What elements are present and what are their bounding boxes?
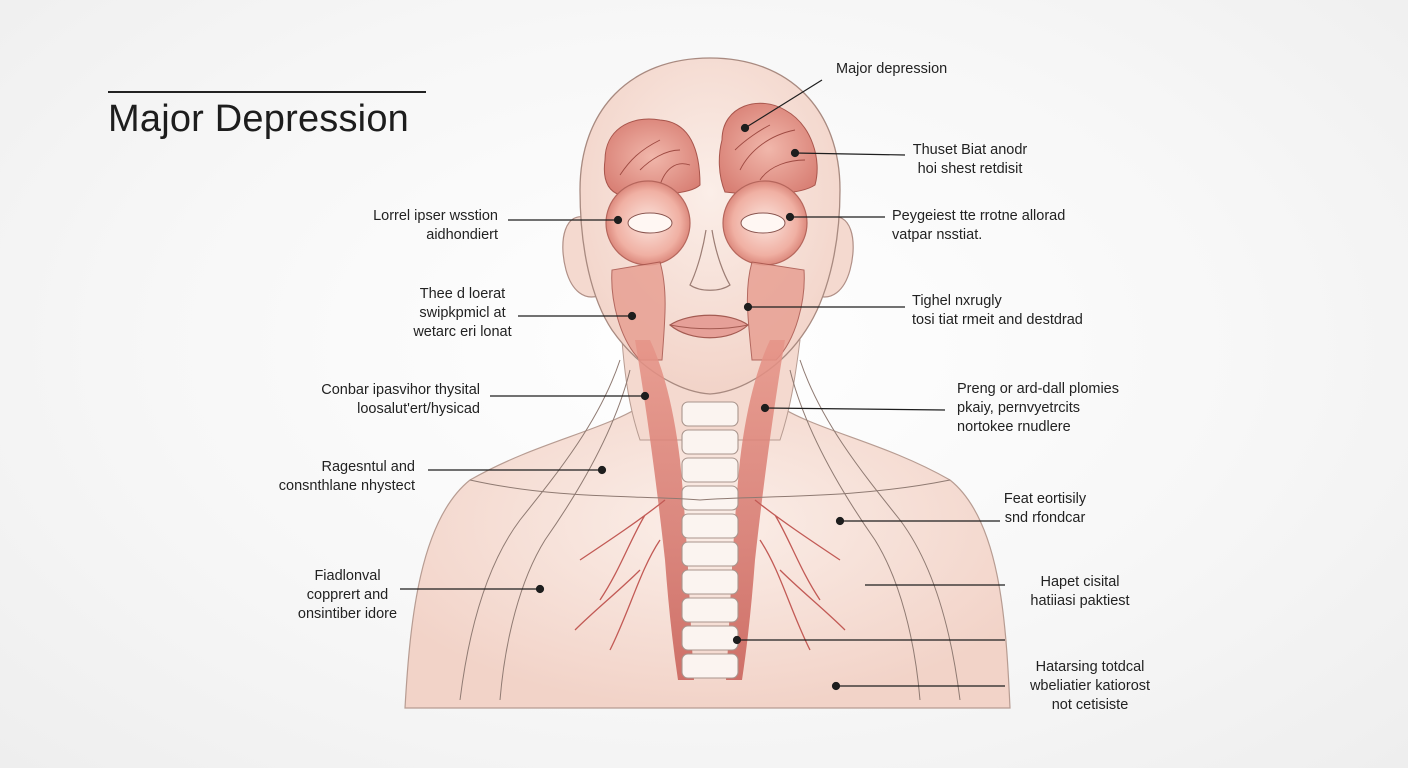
callout-line: swipkpmicl at [419,305,506,321]
callout-right-neck: Preng or ard-dall plomies pkaiy, pernvye… [957,380,1119,437]
callout-line: Peygeiest tte rrotne allorad [892,208,1066,224]
callout-brain-right: Thuset Biat anodr hoi shest retdisit [910,141,1030,179]
callout-right-eye: Peygeiest tte rrotne allorad vatpar nsst… [892,207,1065,245]
callout-lower-right: Hatarsing totdcal wbeliatier katiorost n… [1015,658,1165,715]
callout-line: Hatarsing totdcal [1035,659,1145,675]
callout-line: vatpar nsstiat. [892,227,983,243]
callout-line: Major depression [836,61,948,77]
callout-line: copprert and [306,587,389,603]
callout-line: Thuset Biat anodr [912,142,1028,158]
callout-line: Tighel nxrugly [912,293,1002,309]
callout-line: aidhondiert [426,227,498,243]
callout-line: pkaiy, pernvyetrcits [957,400,1081,416]
callout-line: onsintiber idore [297,606,398,622]
callout-line: Fiadlonval [314,568,381,584]
left-brain [603,118,701,196]
callout-left-neck: Conbar ipasvihor thysital loosalut'ert/h… [290,381,480,419]
right-neck-muscle [726,340,785,680]
left-neck-muscle [635,340,694,680]
callout-line: hatiiasi paktiest [1030,593,1130,609]
callout-right-shoulder: Feat eortisily snd rfondcar [985,490,1105,528]
callout-line: Hapet cisital [1040,574,1120,590]
callout-right-chest: Hapet cisital hatiiasi paktiest [1020,573,1140,611]
callout-line: wbeliatier katiorost [1029,678,1151,694]
callout-line: tosi tiat rmeit and destdrad [912,312,1083,328]
callout-right-cheek: Tighel nxrugly tosi tiat rmeit and destd… [912,292,1083,330]
callout-line: Preng or ard-dall plomies [957,381,1119,397]
callout-left-shoulder: Ragesntul and consnthlane nhystect [270,458,415,496]
callout-line: consnthlane nhystect [278,478,415,494]
callout-line: wetarc eri lonat [413,324,512,340]
callout-line: nortokee rnudlere [957,419,1071,435]
left-cheek [611,261,666,361]
nose [689,229,731,291]
callout-line: Feat eortisily [1003,491,1087,507]
spine [681,401,739,679]
title-rule [108,91,426,93]
callout-major-depression: Major depression [836,60,947,79]
callout-line: snd rfondcar [1004,510,1086,526]
callout-left-cheek: Thee d loerat swipkpmicl at wetarc eri l… [400,285,525,342]
callout-line: not cetisiste [1051,697,1129,713]
callout-line: Thee d loerat [419,286,506,302]
callout-left-eye: Lorrel ipser wsstion aidhondiert [330,207,498,245]
callout-line: Conbar ipasvihor thysital [321,382,480,398]
callout-line: Lorrel ipser wsstion [373,208,498,224]
page-title: Major Depression [108,98,409,140]
callout-left-chest: Fiadlonval copprert and onsintiber idore [285,567,410,624]
callout-line: loosalut'ert/hysicad [357,401,480,417]
callout-line: hoi shest retdisit [917,161,1023,177]
callout-line: Ragesntul and [321,459,415,475]
